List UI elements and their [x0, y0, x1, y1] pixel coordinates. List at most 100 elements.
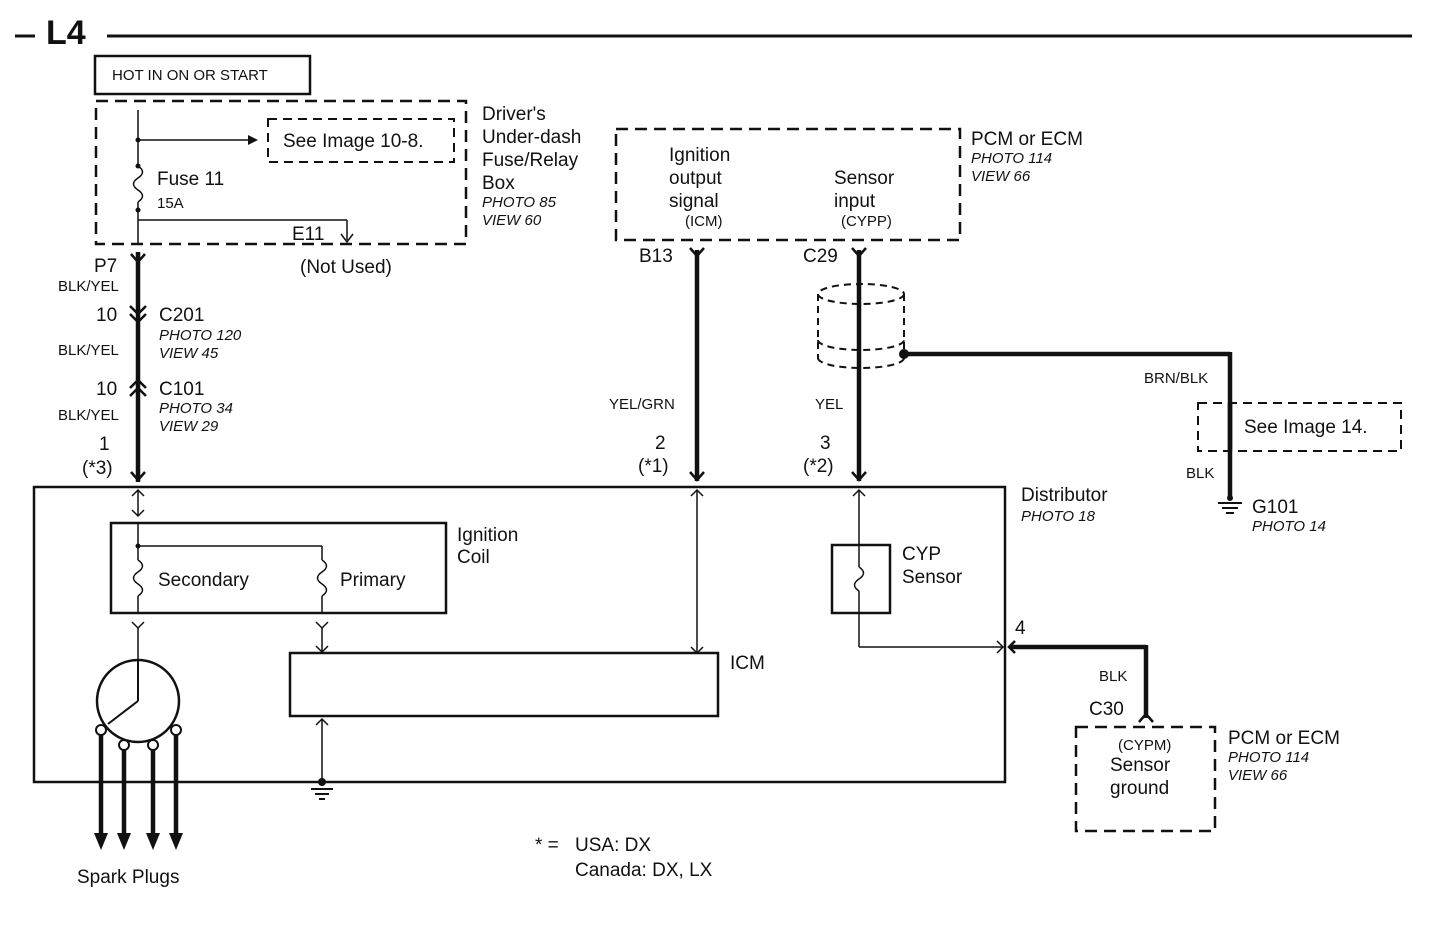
c201-pin: 10 — [96, 305, 117, 326]
pcm-ign-tag: (ICM) — [685, 213, 723, 230]
c30-terminal-icon — [1138, 712, 1154, 723]
wire-brn-blk: BRN/BLK — [1144, 370, 1208, 387]
primary-winding-icon — [316, 559, 328, 597]
icm-signal-terminal-icon — [690, 646, 704, 655]
see-image-14-box — [1197, 402, 1402, 452]
wire-blk-shield: BLK — [1186, 465, 1214, 482]
c101-photo: PHOTO 34 — [159, 400, 233, 417]
cyp-sensor-box — [830, 543, 892, 615]
pcm-top-photo: PHOTO 114 — [971, 150, 1052, 167]
primary-label: Primary — [340, 570, 406, 591]
pcm-top-name: PCM or ECM — [971, 129, 1083, 150]
spark-plug-terminals — [95, 724, 182, 751]
hot-label-box — [93, 54, 312, 96]
pcm-top-view: VIEW 66 — [971, 168, 1031, 185]
pcm-sensor-tag: (CYPP) — [841, 213, 892, 230]
hot-label: HOT IN ON OR START — [112, 67, 268, 84]
ground-icon — [1218, 495, 1242, 514]
cyp-line-1: CYP — [902, 544, 941, 565]
pcm-ign-line-2: output — [669, 168, 723, 189]
fuse-box-view: VIEW 60 — [482, 212, 542, 229]
legend-usa: USA: DX — [575, 835, 651, 856]
fuse-rating: 15A — [157, 195, 184, 212]
pin-2-terminal-icon — [689, 471, 705, 482]
c201-photo: PHOTO 120 — [159, 327, 242, 344]
arrow-right-icon — [248, 135, 258, 145]
wire-yel-grn: YEL/GRN — [609, 396, 675, 413]
pin-4-terminal-icon — [1007, 640, 1016, 654]
splice-dot — [135, 137, 141, 143]
pcm-ign-line-3: signal — [669, 191, 719, 212]
dist-pin-2: 2 — [655, 433, 666, 454]
legend-star-eq: * = — [535, 835, 559, 856]
cyp-coil-icon — [853, 566, 865, 592]
wire-color-blk-yel-1: BLK/YEL — [58, 278, 119, 295]
pcm-bottom-name: PCM or ECM — [1228, 728, 1340, 749]
spark-plug-leads — [94, 735, 183, 850]
dist-pin-3-note: (*2) — [803, 456, 834, 477]
pin-c29: C29 — [803, 246, 838, 267]
cyp-line-2: Sensor — [902, 567, 963, 588]
shield-icon — [817, 283, 905, 369]
legend-canada: Canada: DX, LX — [575, 860, 713, 881]
fuse-box-photo: PHOTO 85 — [482, 194, 557, 211]
ignition-coil-box — [109, 521, 448, 615]
see-image-box — [267, 118, 455, 163]
ignition-coil-line-1: Ignition — [457, 525, 518, 546]
p7-connector-icon — [130, 253, 146, 264]
distributor-outline — [32, 485, 1007, 784]
rotor-terminal-icon — [131, 621, 145, 630]
dist-pin-3: 3 — [820, 433, 831, 454]
c201-view: VIEW 45 — [159, 345, 219, 362]
e11-terminal-icon — [340, 233, 354, 244]
c201-name: C201 — [159, 305, 204, 326]
wire-color-blk-yel-2: BLK/YEL — [58, 342, 119, 359]
secondary-label: Secondary — [158, 570, 249, 591]
wire-blk-sensor: BLK — [1099, 668, 1127, 685]
dist-pin-1: 1 — [99, 434, 110, 455]
fuse-box-name-3: Fuse/Relay — [482, 150, 579, 171]
see-image-10-8: See Image 10-8. — [283, 131, 423, 152]
icm-primary-terminal-icon — [315, 621, 329, 630]
dist-pin-2-note: (*1) — [638, 456, 669, 477]
pin-4-inner-icon — [996, 640, 1005, 654]
pcm-sensor-line-2: input — [834, 191, 876, 212]
pin-b13: B13 — [639, 246, 673, 267]
pin-1-inner-terminal-icon — [131, 509, 145, 518]
fuse-box-name-4: Box — [482, 173, 515, 194]
fuse-box-name-2: Under-dash — [482, 127, 581, 148]
distributor-rotor-icon — [95, 658, 181, 744]
fuse-name: Fuse 11 — [157, 169, 224, 190]
icm-ground-dot — [318, 778, 326, 786]
case-ground-icon — [311, 788, 333, 800]
pcm-bottom-line-2: ground — [1110, 778, 1169, 799]
pcm-bottom-tag: (CYPM) — [1118, 737, 1171, 754]
pcm-bottom-photo: PHOTO 114 — [1228, 749, 1309, 766]
wire-yel: YEL — [815, 396, 843, 413]
fuse-icon — [132, 165, 144, 203]
pcm-ign-line-1: Ignition — [669, 145, 730, 166]
ground-g101-photo: PHOTO 14 — [1252, 518, 1326, 535]
e11-not-used: (Not Used) — [300, 257, 392, 278]
pcm-bottom-view: VIEW 66 — [1228, 767, 1288, 784]
icm-box — [288, 651, 720, 718]
c201-connector-icon — [129, 305, 147, 324]
spark-plugs-label: Spark Plugs — [77, 867, 179, 888]
fuse-top-dot — [135, 163, 141, 169]
pcm-bottom-line-1: Sensor — [1110, 755, 1171, 776]
c101-name: C101 — [159, 379, 204, 400]
fuse-box-outline — [94, 99, 468, 246]
ground-g101: G101 — [1252, 497, 1298, 518]
fuse-box-name-1: Driver's — [482, 104, 546, 125]
see-image-14-bg — [1238, 410, 1388, 444]
icm-label: ICM — [730, 653, 765, 674]
pin-c30: C30 — [1089, 699, 1124, 720]
pcm-sensor-line-1: Sensor — [834, 168, 895, 189]
connector-p7: P7 — [94, 256, 117, 277]
terminal-e11: E11 — [292, 224, 324, 245]
pcm-bottom-outline — [1074, 725, 1217, 833]
distributor-name: Distributor — [1021, 485, 1108, 506]
pcm-top-outline — [614, 127, 962, 242]
secondary-winding-icon — [132, 559, 144, 597]
